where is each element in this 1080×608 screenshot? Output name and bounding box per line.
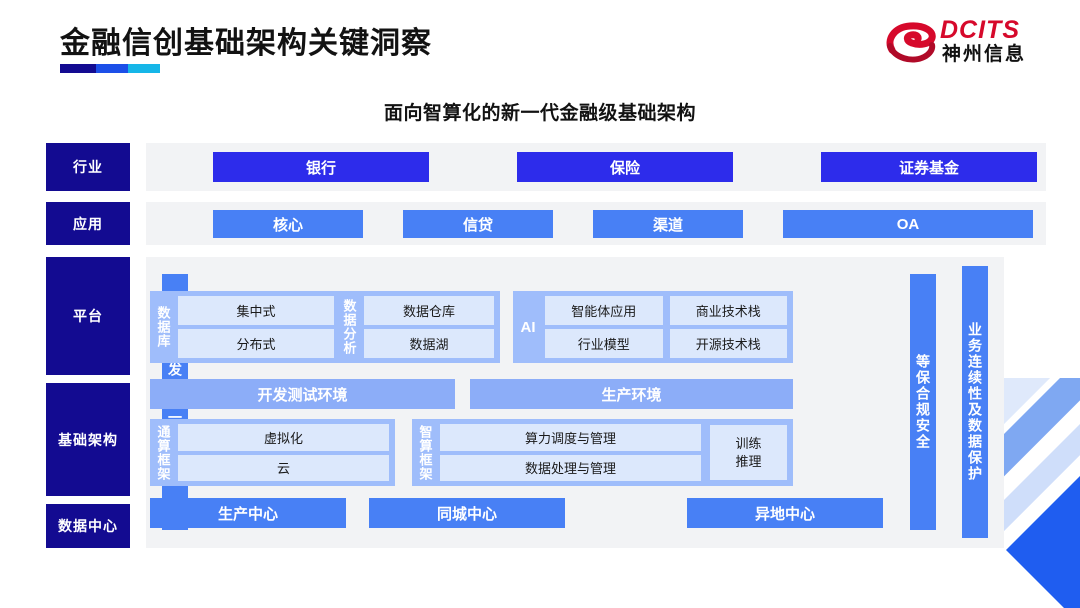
slide-header: 金融信创基础架构关键洞察 DCITS 神州信息 bbox=[0, 0, 1080, 88]
center-remote[interactable]: 异地中心 bbox=[687, 498, 883, 528]
center-production[interactable]: 生产中心 bbox=[150, 498, 346, 528]
application-item-channel[interactable]: 渠道 bbox=[593, 210, 743, 238]
layer-label-platform: 平台 bbox=[46, 257, 130, 375]
cell-virtualization[interactable]: 虚拟化 bbox=[178, 424, 389, 451]
group-data-analysis: 数据分析 数据仓库 数据湖 bbox=[336, 291, 500, 363]
cell-compute-scheduling[interactable]: 算力调度与管理 bbox=[440, 424, 701, 451]
layer-label-application: 应用 bbox=[46, 202, 130, 245]
center-same-city[interactable]: 同城中心 bbox=[369, 498, 565, 528]
industry-item-securities[interactable]: 证券基金 bbox=[821, 152, 1037, 182]
cell-opensource-stack[interactable]: 开源技术栈 bbox=[669, 329, 787, 358]
group-intelligent-compute-label: 智算框架 bbox=[417, 424, 433, 481]
inference-label: 推理 bbox=[735, 453, 762, 469]
industry-panel: 银行 保险 证券基金 bbox=[146, 143, 1046, 191]
cell-commercial-stack[interactable]: 商业技术栈 bbox=[669, 296, 787, 325]
subtitle: 面向智算化的新一代金融级基础架构 bbox=[383, 103, 696, 124]
dcits-swoosh-icon bbox=[884, 20, 936, 66]
train-label: 训练 bbox=[735, 435, 762, 451]
layer-label-datacenter: 数据中心 bbox=[46, 504, 130, 548]
group-intelligent-compute-framework: 智算框架 算力调度与管理 数据处理与管理 训练 推理 bbox=[412, 419, 793, 486]
group-database: 数据库 集中式 分布式 bbox=[150, 291, 340, 363]
group-ai: AI 智能体应用 商业技术栈 行业模型 开源技术栈 bbox=[513, 291, 793, 363]
application-panel: 核心 信贷 渠道 OA bbox=[146, 202, 1046, 245]
architecture-diagram: 行业 应用 平台 基础架构 数据中心 银行 保险 证券基金 核心 信贷 渠道 O… bbox=[46, 143, 1046, 568]
group-general-compute-label: 通算框架 bbox=[155, 424, 171, 481]
env-dev-test[interactable]: 开发测试环境 bbox=[150, 379, 455, 409]
application-item-oa[interactable]: OA bbox=[783, 210, 1033, 238]
group-data-analysis-label: 数据分析 bbox=[341, 299, 357, 355]
cell-data-warehouse[interactable]: 数据仓库 bbox=[364, 296, 494, 325]
cell-centralized[interactable]: 集中式 bbox=[178, 296, 334, 325]
right-bar-business-continuity[interactable]: 业务连续性及数据保护 bbox=[962, 266, 988, 538]
application-item-credit[interactable]: 信贷 bbox=[403, 210, 553, 238]
env-production[interactable]: 生产环境 bbox=[470, 379, 793, 409]
right-bar-compliance-security[interactable]: 等保合规安全 bbox=[910, 274, 936, 530]
industry-item-bank[interactable]: 银行 bbox=[213, 152, 429, 182]
layer-label-infrastructure: 基础架构 bbox=[46, 383, 130, 496]
brand-logo: DCITS 神州信息 bbox=[884, 16, 1044, 74]
cell-train-inference[interactable]: 训练 推理 bbox=[710, 425, 787, 480]
group-general-compute-framework: 通算框架 虚拟化 云 bbox=[150, 419, 395, 486]
cell-distributed[interactable]: 分布式 bbox=[178, 329, 334, 358]
logo-wordmark: DCITS bbox=[940, 16, 1020, 44]
industry-item-insurance[interactable]: 保险 bbox=[517, 152, 733, 182]
cell-data-lake[interactable]: 数据湖 bbox=[364, 329, 494, 358]
title-accent-bar bbox=[60, 64, 160, 73]
cell-agent-application[interactable]: 智能体应用 bbox=[545, 296, 663, 325]
group-ai-label: AI bbox=[520, 318, 536, 336]
page-title: 金融信创基础架构关键洞察 bbox=[60, 27, 432, 60]
cell-industry-model[interactable]: 行业模型 bbox=[545, 329, 663, 358]
cell-data-processing[interactable]: 数据处理与管理 bbox=[440, 454, 701, 481]
logo-chinese-name: 神州信息 bbox=[942, 44, 1027, 65]
layer-label-industry: 行业 bbox=[46, 143, 130, 191]
layer-label-column: 行业 应用 平台 基础架构 数据中心 bbox=[46, 143, 130, 568]
group-database-label: 数据库 bbox=[155, 306, 171, 348]
cell-cloud[interactable]: 云 bbox=[178, 454, 389, 481]
application-item-core[interactable]: 核心 bbox=[213, 210, 363, 238]
